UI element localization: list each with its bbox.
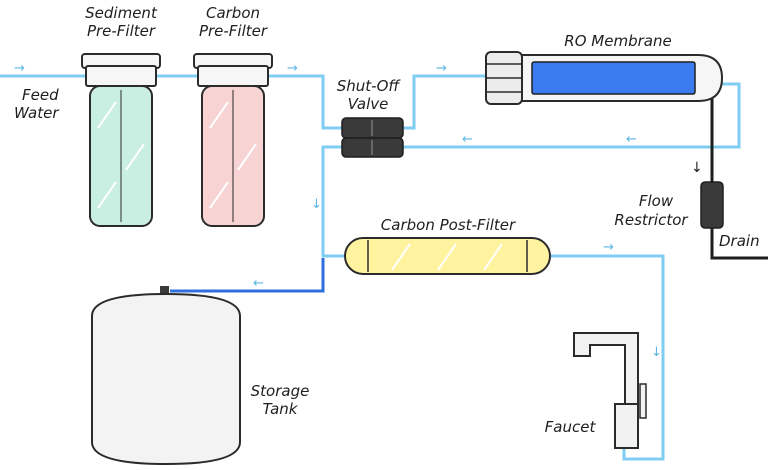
sediment-filter-shine-2 xyxy=(125,143,145,171)
feed-pipe xyxy=(0,74,344,130)
carbon-filter-cap-ring xyxy=(197,65,269,87)
tank-body xyxy=(91,292,241,466)
flow-arrow-ro-in: → xyxy=(436,61,447,76)
ro-membrane-element xyxy=(531,61,696,95)
shut-off-valve xyxy=(341,117,404,158)
tank-valve-stem xyxy=(160,286,169,296)
label-shutoff-line1: Shut-Off xyxy=(337,77,402,95)
carbon-filter-shine-3 xyxy=(209,181,229,209)
label-flow-restrictor-line1: Flow xyxy=(639,192,674,210)
label-carbon-pre-line2: Pre-Filter xyxy=(199,22,268,40)
label-storage-line1: Storage xyxy=(251,382,310,400)
label-storage-line2: Tank xyxy=(263,400,299,418)
carbon-post-filter xyxy=(344,237,551,275)
flow-restrictor xyxy=(700,181,724,229)
drain-outlet-pipe xyxy=(710,226,768,260)
post-filter-shine-3 xyxy=(483,243,503,271)
faucet xyxy=(573,332,647,449)
label-carbon-post: Carbon Post-Filter xyxy=(381,216,516,234)
flow-arrow-down: ↓ xyxy=(311,197,322,212)
carbon-filter-shine-1 xyxy=(209,101,229,129)
label-ro-membrane: RO Membrane xyxy=(564,32,671,50)
post-filter-shine-1 xyxy=(391,243,411,271)
faucet-spout xyxy=(573,332,639,411)
labels: Sediment Pre-Filter Carbon Pre-Filter Fe… xyxy=(14,4,760,436)
flow-arrow-faucet-right: → xyxy=(603,240,614,255)
faucet-base xyxy=(614,403,639,449)
flow-arrow-product-1: ← xyxy=(626,132,637,147)
label-sediment-line2: Pre-Filter xyxy=(87,22,156,40)
label-drain: Drain xyxy=(719,232,760,250)
flow-arrow-drain: ↓ xyxy=(691,160,703,176)
label-faucet: Faucet xyxy=(545,418,597,436)
label-carbon-pre-line1: Carbon xyxy=(206,4,260,22)
label-flow-restrictor-line2: Restrictor xyxy=(614,211,688,229)
flow-arrow-feed-2: → xyxy=(287,61,298,76)
tank-supply-pipe xyxy=(170,258,325,293)
storage-tank xyxy=(91,286,241,466)
valve-to-tank-pipe xyxy=(321,145,347,258)
carbon-filter-shine-2 xyxy=(237,143,257,171)
flow-arrow-faucet-down: ↓ xyxy=(651,345,662,360)
label-feed-water-line2: Water xyxy=(14,104,59,122)
water-pipes xyxy=(0,74,741,461)
label-sediment-line1: Sediment xyxy=(85,4,158,22)
sediment-pre-filter xyxy=(81,53,161,227)
ro-membrane xyxy=(485,51,724,105)
flow-arrow-product-2: ← xyxy=(462,132,473,147)
flow-arrow-tank: ← xyxy=(253,276,264,291)
post-filter-to-faucet-pipe xyxy=(548,254,665,461)
valve-to-ro-pipe xyxy=(401,74,488,130)
flow-arrow-feed-1: → xyxy=(14,61,25,76)
sediment-filter-shine-3 xyxy=(97,181,117,209)
carbon-pre-filter xyxy=(193,53,273,227)
ro-product-pipe xyxy=(401,82,741,149)
label-shutoff-line2: Valve xyxy=(348,95,389,113)
faucet-handle xyxy=(639,383,647,419)
sediment-filter-shine-1 xyxy=(97,101,117,129)
label-feed-water-line1: Feed xyxy=(22,86,59,104)
sediment-filter-cap-ring xyxy=(85,65,157,87)
post-filter-shine-2 xyxy=(437,243,457,271)
